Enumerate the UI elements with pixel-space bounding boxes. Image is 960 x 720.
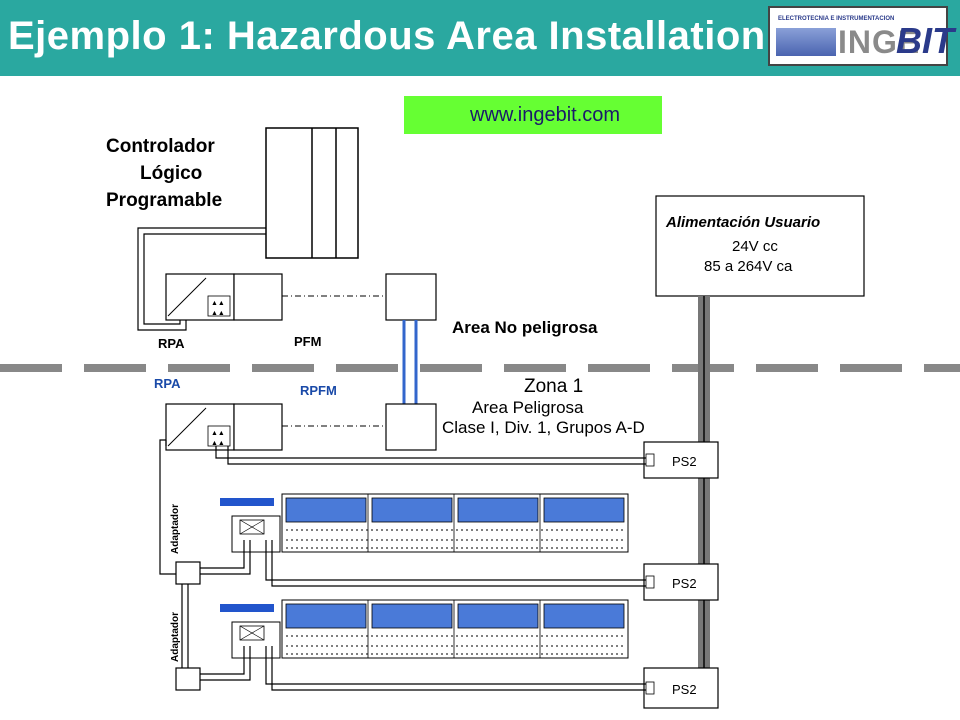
classification-label: Clase I, Div. 1, Grupos A-D — [442, 418, 645, 437]
adapter-junction — [175, 667, 201, 691]
power-supply-box — [655, 195, 865, 297]
ingebit-logo: ELECTROTECNIA E INSTRUMENTACION INGE BIT — [768, 6, 954, 66]
ps2-box — [643, 441, 719, 479]
url-link[interactable]: www.ingebit.com — [470, 104, 621, 126]
adapter-label: Adaptador — [170, 612, 181, 662]
power-line2: 85 a 264V ca — [704, 258, 793, 275]
io-rack — [220, 493, 629, 553]
adapter-junction — [175, 561, 201, 585]
safe-pfm-label: PFM — [294, 334, 322, 349]
safe-rpa-label: RPA — [158, 336, 185, 351]
safe-rpa-module: ▲▲ ▲▲ — [165, 273, 283, 321]
url-banner[interactable]: www.ingebit.com — [404, 96, 662, 134]
svg-text:▲▲: ▲▲ — [211, 440, 225, 447]
hazard-rpa-label: RPA — [154, 376, 181, 391]
svg-text:▲▲: ▲▲ — [211, 310, 225, 317]
ps2-label: PS2 — [672, 576, 697, 591]
ps2-label: PS2 — [672, 682, 697, 697]
adapter-label: Adaptador — [170, 504, 181, 554]
plc-label-line2: Lógico — [140, 163, 203, 184]
ps2-wire — [215, 446, 646, 465]
bus-wire — [159, 439, 189, 668]
slide-title: Ejemplo 1: Hazardous Area Installation — [8, 14, 766, 58]
adapter-wire — [200, 540, 251, 681]
power-title: Alimentación Usuario — [666, 214, 821, 231]
logo-tagline: ELECTROTECNIA E INSTRUMENTACION — [778, 16, 895, 22]
hazard-area-label: Area Peligrosa — [472, 398, 584, 417]
io-rack — [220, 599, 629, 659]
safe-fiber-module — [385, 273, 437, 321]
hazard-rpa-module: ▲▲ ▲▲ — [165, 403, 283, 451]
power-bus — [698, 296, 710, 668]
logo-text-bit: BIT — [896, 20, 954, 61]
ps2-label: PS2 — [672, 454, 697, 469]
plc-label-line3: Programable — [106, 190, 223, 211]
power-line1: 24V cc — [732, 238, 778, 255]
logo-gradient-bar — [776, 28, 836, 56]
zone-label: Zona 1 — [524, 376, 584, 397]
logo-text-inge: INGE — [838, 24, 921, 60]
plc-cable — [137, 227, 266, 331]
svg-text:▲▲: ▲▲ — [211, 300, 225, 307]
ps2-box — [643, 563, 719, 601]
hazard-rpfm-label: RPFM — [300, 383, 337, 398]
plc-label-line1: Controlador — [106, 136, 215, 157]
rack-power-wire — [265, 540, 646, 691]
hazard-fiber-module — [385, 403, 437, 451]
boundary-fiber — [402, 320, 418, 404]
safe-area-label: Area No peligrosa — [452, 318, 598, 337]
ps2-box — [643, 667, 719, 709]
svg-text:▲▲: ▲▲ — [211, 430, 225, 437]
plc-chassis — [265, 127, 359, 259]
